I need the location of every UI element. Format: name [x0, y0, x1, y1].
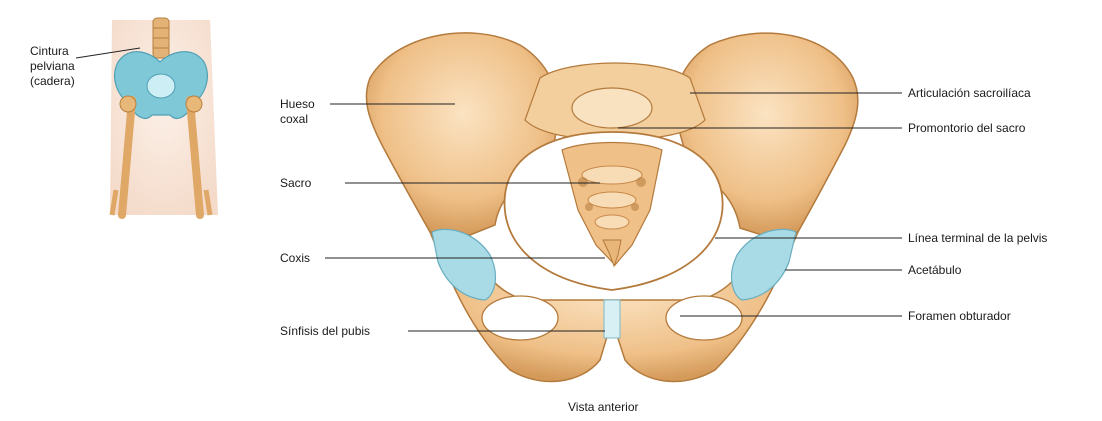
label-foramen-obturador: Foramen obturador — [908, 309, 1011, 324]
inset-figure — [110, 18, 218, 215]
label-cintura-pelviana: Cintura pelviana (cadera) — [30, 44, 75, 89]
label-promontorio-sacro: Promontorio del sacro — [908, 121, 1025, 136]
label-coxis: Coxis — [280, 251, 310, 266]
label-acetabulo: Acetábulo — [908, 263, 961, 278]
pelvis-bones — [366, 33, 857, 382]
label-linea-terminal: Línea terminal de la pelvis — [908, 231, 1047, 246]
label-sacro: Sacro — [280, 176, 311, 191]
label-hueso-coxal: Hueso coxal — [280, 97, 315, 127]
label-sinfisis-pubis: Sínfisis del pubis — [280, 324, 370, 339]
caption: Vista anterior — [568, 400, 638, 415]
label-articulacion-sacroiliaca: Articulación sacroilíaca — [908, 86, 1031, 101]
